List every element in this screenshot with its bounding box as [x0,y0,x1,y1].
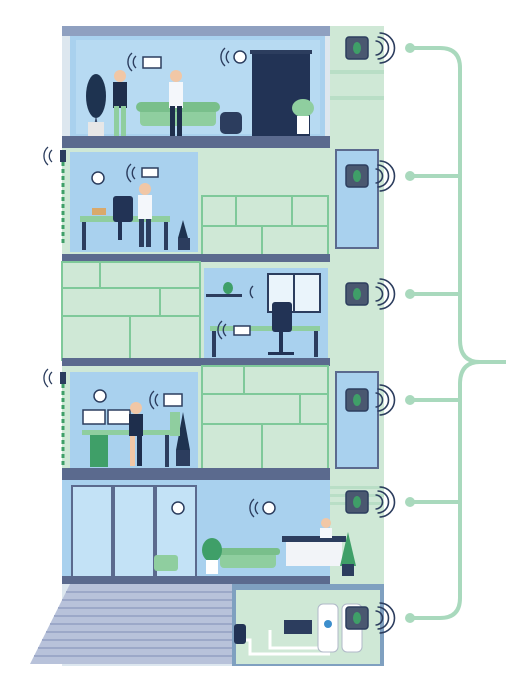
leaf-icon [353,170,361,182]
office-floor-2 [61,261,330,366]
signal-wave-icon [377,490,390,514]
glass-door-icon [71,485,197,579]
clock-icon [91,171,105,185]
gateway-sensors [345,32,396,634]
gateway-sensor-3 [345,278,396,310]
people-icon [113,70,183,136]
book-icon [92,208,106,215]
clock-icon [171,501,185,515]
wall-sensor-icon [43,368,66,466]
leaf-icon [353,288,361,300]
plant-icon [86,74,106,138]
leaf-icon [353,496,361,508]
wifi-icon [127,52,137,72]
signal-wave-icon [379,384,396,416]
clock-icon [233,50,247,64]
office-floor-3 [62,365,330,480]
top-floor-lounge [62,36,330,148]
armchair-icon [220,112,242,134]
boiler-icon [284,620,312,634]
pump-icon [234,624,246,644]
office-floor-1 [62,148,330,262]
pipes-icon [244,630,330,656]
signal-wave-icon [379,278,396,310]
monitor-icon [82,409,131,425]
gateway-sensor-6 [345,602,396,634]
signal-wave-icon [377,36,390,60]
clock-icon [93,389,107,403]
gateway-sensor-1 [345,32,396,64]
signal-wave-icon [379,602,396,634]
signal-wave-icon [375,286,384,302]
signal-wave-icon [375,40,384,56]
connector-dots [405,43,415,623]
signal-wave-icon [379,486,396,518]
signal-wave-icon [379,160,396,192]
signal-wave-icon [377,388,390,412]
lobby [62,480,356,584]
plant-icon [176,412,190,466]
person-icon [129,402,143,466]
sofa-icon [216,548,280,568]
wifi-icon [217,285,254,340]
signal-wave-icon [375,168,384,184]
wifi-icon [149,390,159,410]
gateway-sensor-2 [345,160,396,192]
signal-wave-icon [377,282,390,306]
person-icon [138,183,152,247]
plant-icon [202,538,222,574]
reception-icon [282,518,346,566]
signal-wave-icon [377,164,390,188]
signal-wave-icon [377,606,390,630]
leaf-icon [353,612,361,624]
connector-bracket [408,46,506,620]
plant-icon [178,220,190,250]
plant-icon [292,99,314,134]
chair-icon [113,196,133,240]
thermostat-icon [141,167,159,178]
signal-wave-icon [375,392,384,408]
clock-icon [262,501,276,515]
plant-icon [340,532,356,576]
leaf-icon [353,42,361,54]
thermostat-icon [142,56,162,69]
thermostat-icon [233,325,251,336]
plant-icon [223,282,233,294]
wifi-icon [126,163,136,183]
chair-icon [154,555,178,571]
desk-icon [82,430,174,435]
signal-wave-icon [375,610,384,626]
wifi-icon [249,498,259,518]
signal-wave-icon [375,494,384,510]
wifi-icon [220,47,230,67]
gateway-sensor-4 [345,384,396,416]
radiator-icon [170,412,180,436]
gateway-sensor-5 [345,486,396,518]
signal-wave-icon [379,32,396,64]
chair-icon [268,302,294,355]
leaf-icon [353,394,361,406]
stairs [30,584,232,664]
wall-sensor-icon [43,146,66,244]
thermostat-icon [163,393,183,407]
shelf-icon [206,294,242,297]
desk-icon [210,326,320,331]
